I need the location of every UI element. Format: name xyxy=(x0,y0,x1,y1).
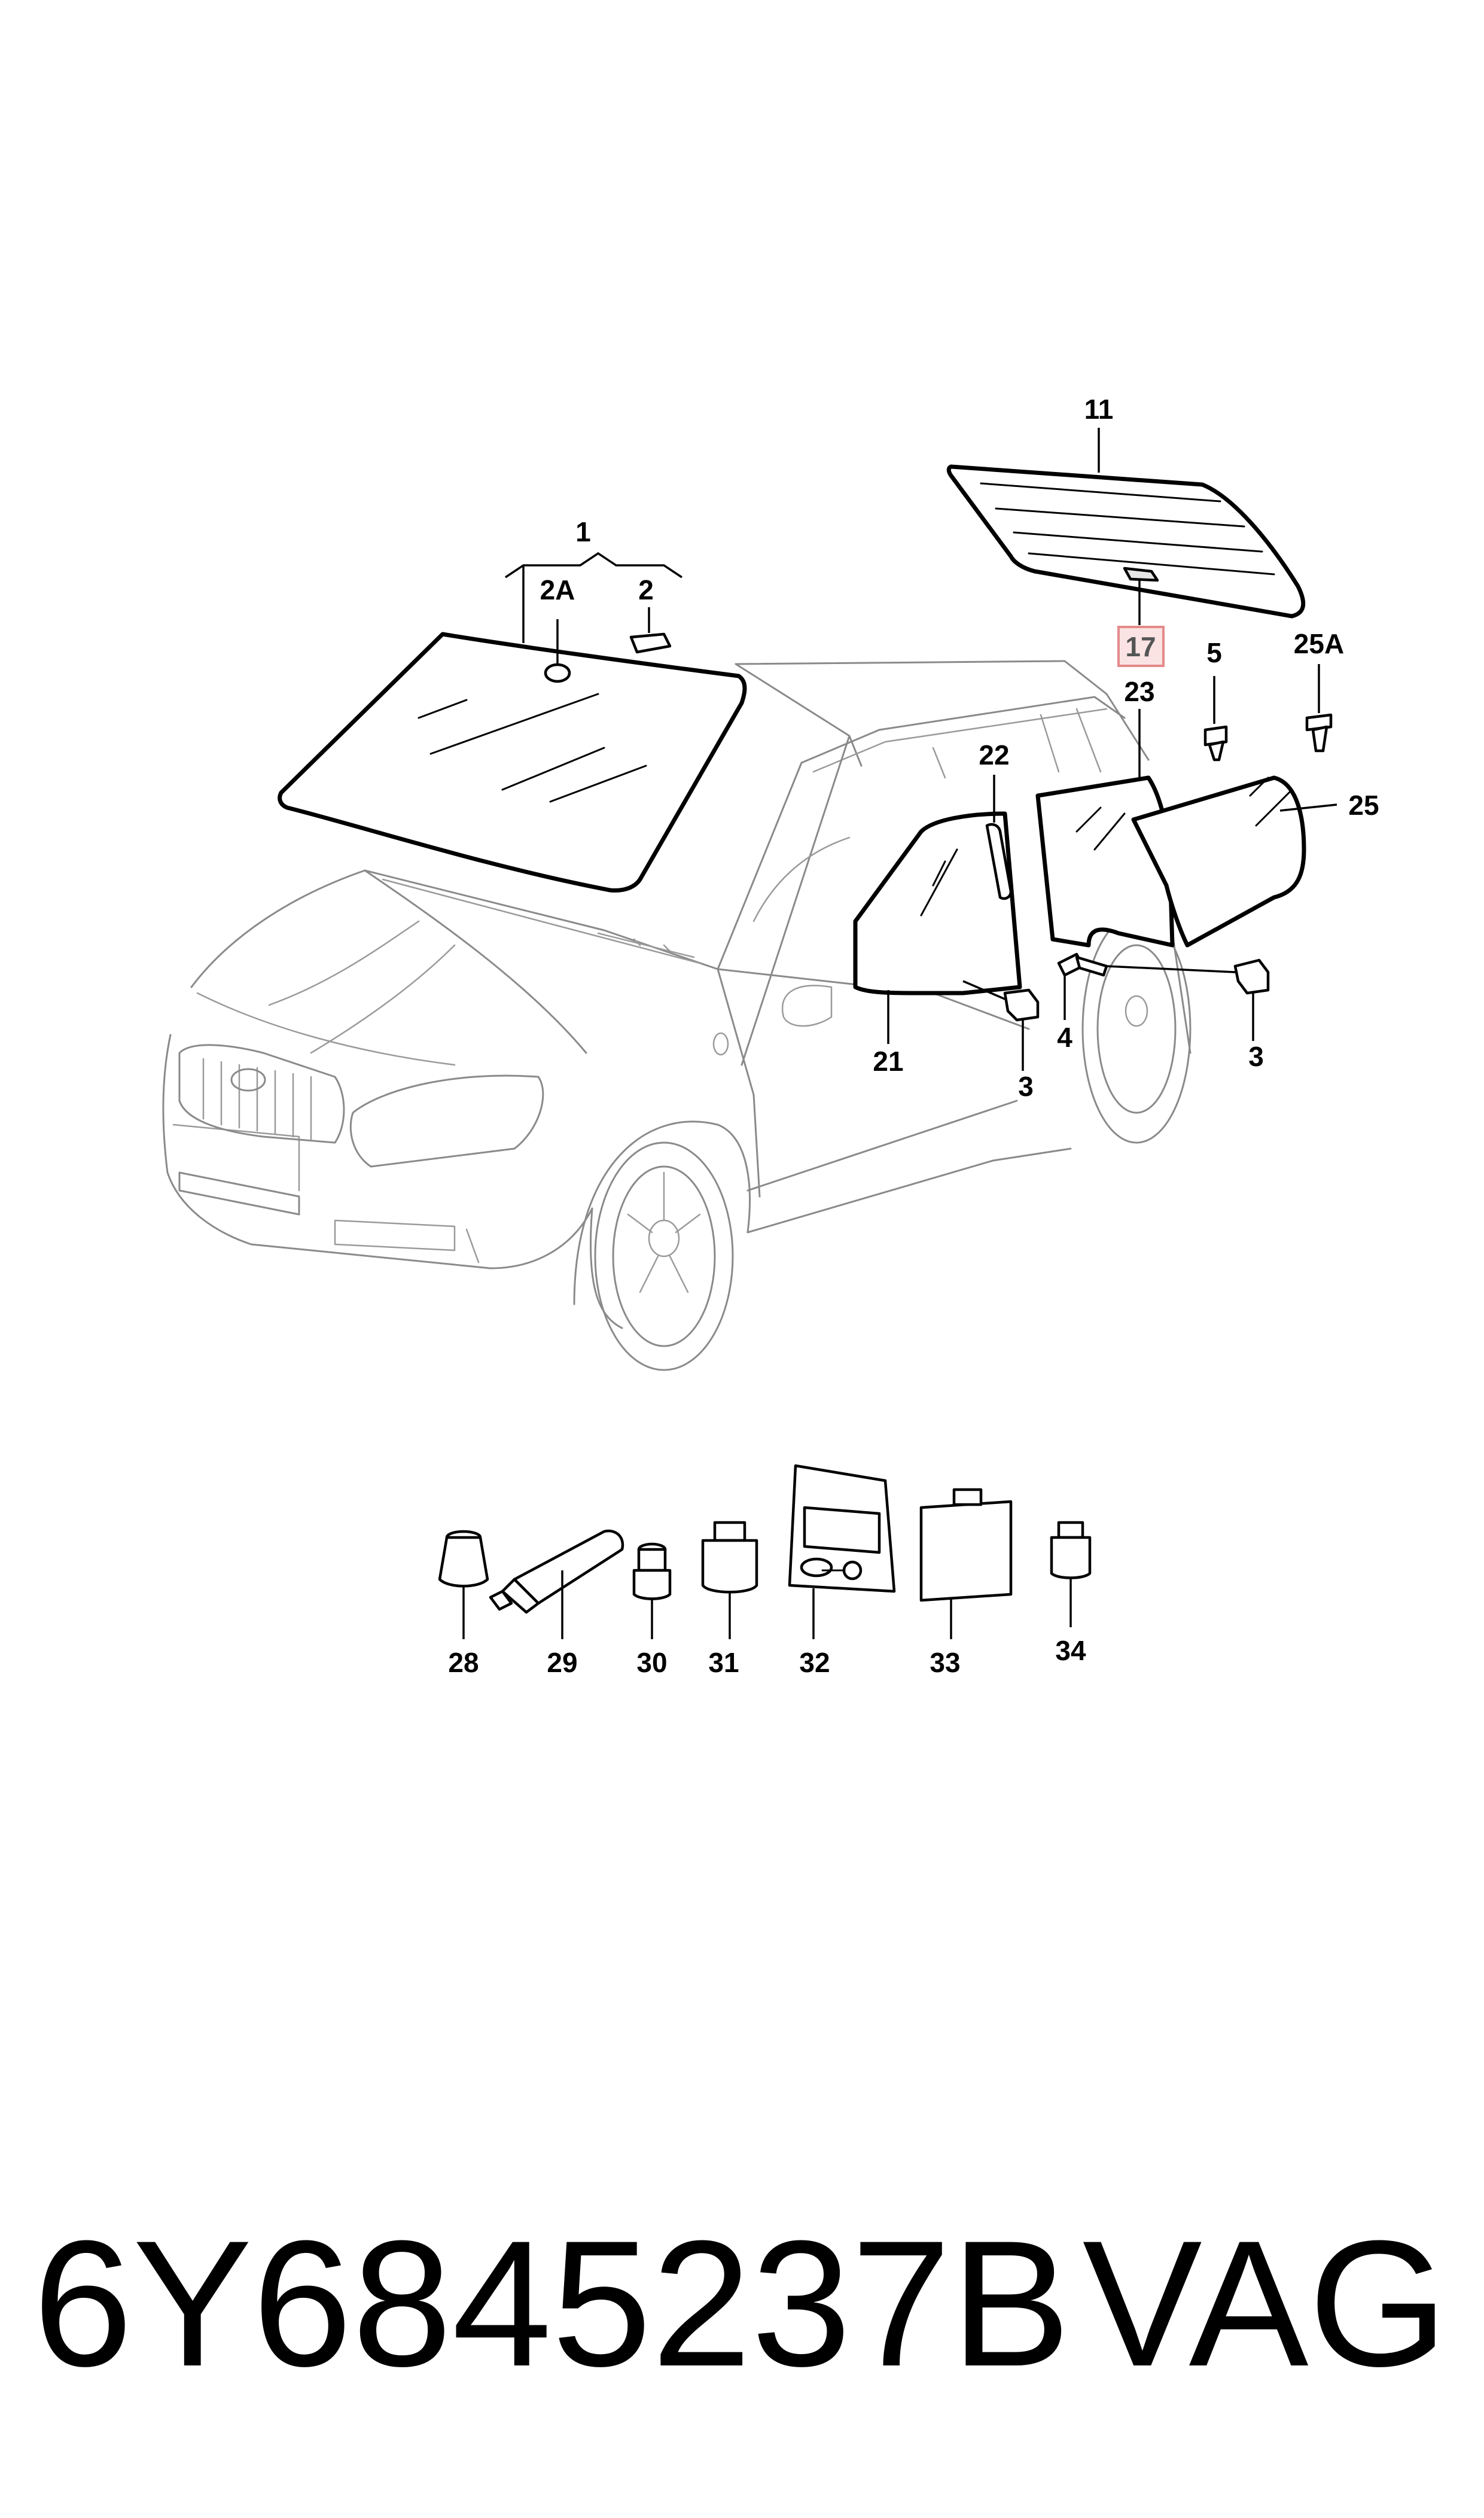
primer-jar-30 xyxy=(632,1542,672,1600)
callout-28: 28 xyxy=(448,1647,479,1678)
footer: 6Y6845237B VAG xyxy=(0,2196,1484,2411)
callout-30: 30 xyxy=(636,1647,667,1678)
callout-2A: 2A xyxy=(540,574,575,605)
primer-jar-34 xyxy=(1050,1521,1092,1579)
front-door-glass-21 xyxy=(853,811,1022,995)
sensor-pad-2A xyxy=(544,663,571,683)
clip-3-front xyxy=(1003,988,1040,1022)
callout-11: 11 xyxy=(1084,394,1114,425)
callout-4: 4 xyxy=(1057,1022,1072,1053)
callout-2: 2 xyxy=(638,574,654,605)
clip-3-rear xyxy=(1233,958,1270,995)
callout-23: 23 xyxy=(1124,676,1154,707)
callout-21: 21 xyxy=(873,1046,903,1077)
callout-33: 33 xyxy=(930,1647,960,1678)
callout-32: 32 xyxy=(799,1647,830,1678)
rubber-cap-28 xyxy=(438,1530,489,1588)
brake-light-mount-17 xyxy=(1123,567,1159,582)
car-outline xyxy=(162,660,1192,1371)
highlight-box-17 xyxy=(1117,626,1165,667)
screw-5 xyxy=(1203,725,1228,762)
callout-34: 34 xyxy=(1055,1635,1086,1666)
callout-3-rear: 3 xyxy=(1248,1041,1264,1072)
windshield-glass xyxy=(278,632,747,893)
stud-4 xyxy=(1057,952,1108,977)
callout-31: 31 xyxy=(708,1647,739,1678)
adhesive-tube-29 xyxy=(489,1529,624,1614)
mount-plate-2 xyxy=(629,632,672,654)
callout-25A: 25A xyxy=(1294,628,1344,659)
part-number: 6Y6845237B xyxy=(33,2203,1071,2404)
leader-lines xyxy=(462,428,1337,1639)
cleaning-kit-32 xyxy=(788,1464,896,1593)
callout-1: 1 xyxy=(575,516,591,547)
guide-rail-22 xyxy=(985,823,1013,900)
callout-25: 25 xyxy=(1348,790,1379,821)
adhesive-box-33 xyxy=(919,1488,1013,1602)
rear-window-glass xyxy=(946,464,1306,619)
callout-labels: 1 2A 2 11 17 5 25A 23 22 25 21 3 4 3 28 … xyxy=(448,394,1379,1678)
callout-29: 29 xyxy=(547,1647,577,1678)
activator-jar-31 xyxy=(701,1521,758,1594)
callout-22: 22 xyxy=(979,739,1009,771)
callout-17: 17 xyxy=(1125,631,1156,662)
callout-5: 5 xyxy=(1206,637,1222,668)
brand-name: VAG xyxy=(1082,2203,1448,2404)
clip-25A xyxy=(1305,713,1333,753)
callout-3-front: 3 xyxy=(1018,1071,1034,1102)
